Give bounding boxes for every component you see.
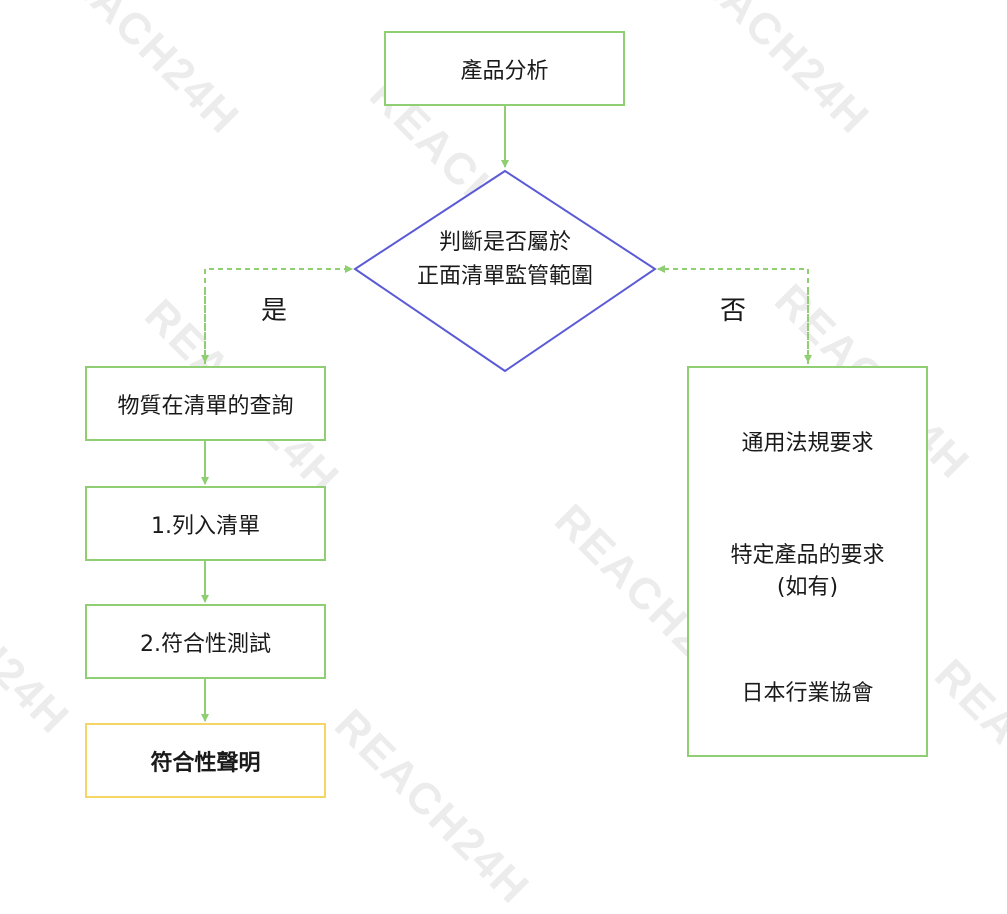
step-listed: 1.列入清單 — [85, 486, 326, 561]
step-compliance-test-label: 2.符合性測試 — [140, 631, 271, 657]
arrow-yes-branch — [204, 265, 353, 364]
decision-line2: 正面清單監管範圍 — [416, 264, 593, 290]
specific-requirements-line1: 特定產品的要求 — [730, 543, 885, 568]
no-label: 否 — [720, 296, 747, 326]
arrow-no-branch — [657, 265, 809, 364]
specific-requirements-line2: (如有) — [776, 574, 839, 600]
step-listed-label: 1.列入清單 — [151, 513, 260, 539]
specific-requirements: 特定產品的要求 (如有) — [689, 540, 926, 604]
result-declaration: 符合性聲明 — [85, 723, 326, 798]
decision-diamond — [353, 169, 657, 373]
result-declaration-label: 符合性聲明 — [150, 750, 261, 776]
start-box: 產品分析 — [384, 31, 625, 106]
flow-connectors — [201, 106, 812, 722]
start-label: 產品分析 — [460, 58, 549, 84]
no-requirements-box: 通用法規要求 特定產品的要求 (如有) 日本行業協會 — [687, 366, 928, 757]
yes-label: 是 — [261, 296, 288, 326]
step-compliance-test: 2.符合性測試 — [85, 604, 326, 679]
industry-association: 日本行業協會 — [741, 681, 874, 706]
decision-text: 判斷是否屬於 正面清單監管範圍 — [385, 226, 625, 294]
decision-line1: 判斷是否屬於 — [438, 230, 571, 255]
general-requirements: 通用法規要求 — [741, 431, 874, 456]
step-substance-query-label: 物質在清單的查詢 — [117, 393, 294, 419]
step-substance-query: 物質在清單的查詢 — [85, 366, 326, 441]
